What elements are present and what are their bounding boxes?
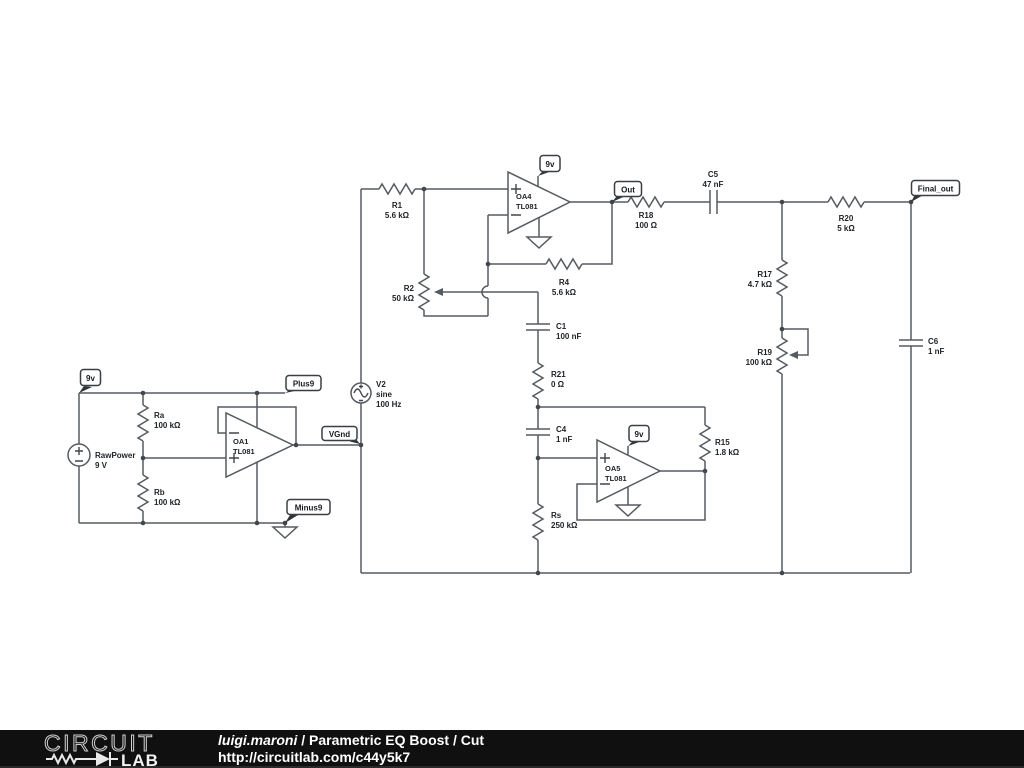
label-rs-name: Rs (551, 511, 562, 520)
potentiometer-r19[interactable]: R19 100 kΩ (746, 337, 798, 375)
label-r20-value: 5 kΩ (837, 224, 855, 233)
resistor-r21[interactable]: R21 0 Ω (531, 362, 566, 400)
opamp-oa1[interactable]: OA1 TL081 (225, 411, 295, 479)
label-oa4-part: TL081 (516, 202, 538, 211)
flag-plus9-label: Plus9 (293, 380, 315, 389)
flag-final-out[interactable]: Final_out (910, 179, 961, 203)
label-c5-value: 47 nF (703, 180, 724, 189)
label-r2-value: 50 kΩ (392, 294, 415, 303)
label-r15-value: 1.8 kΩ (715, 448, 740, 457)
resistor-r20[interactable]: R20 5 kΩ (827, 195, 865, 233)
label-r21-name: R21 (551, 370, 566, 379)
label-oa5-part: TL081 (605, 474, 627, 483)
resistor-r4[interactable]: R4 5.6 kΩ (545, 257, 583, 297)
label-rs-value: 250 kΩ (551, 521, 578, 530)
junction-dots (140, 186, 914, 576)
label-r21-value: 0 Ω (551, 380, 565, 389)
label-r15-name: R15 (715, 438, 730, 447)
flag-out-label: Out (621, 186, 635, 195)
flag-9v-oa5[interactable]: 9v (628, 424, 650, 447)
potentiometer-r2[interactable]: R2 50 kΩ (392, 273, 443, 311)
flag-9v-left[interactable]: 9v (79, 368, 102, 394)
footer-bottom-edge (0, 766, 1024, 768)
logo-resistor-diode-icon (46, 752, 118, 766)
resistor-r1[interactable]: R1 5.6 kΩ (378, 182, 416, 220)
label-oa4-name: OA4 (516, 192, 532, 201)
flag-minus9-label: Minus9 (295, 504, 323, 513)
flag-9v-oa5-label: 9v (635, 430, 644, 439)
flag-minus9[interactable]: Minus9 (285, 498, 331, 524)
footer-author: luigi.maroni (218, 732, 298, 748)
label-c1-name: C1 (556, 322, 567, 331)
capacitor-c5[interactable]: C5 47 nF (703, 170, 724, 214)
label-r19-value: 100 kΩ (746, 358, 773, 367)
label-r19-name: R19 (757, 348, 772, 357)
circuitlab-logo: CIRCUIT LAB (44, 731, 159, 768)
label-v2-name: V2 (376, 380, 386, 389)
label-r18-name: R18 (639, 211, 654, 220)
label-c6-name: C6 (928, 337, 939, 346)
label-c4-name: C4 (556, 425, 567, 434)
footer-separator: / (297, 732, 310, 748)
resistor-r15[interactable]: R15 1.8 kΩ (698, 424, 740, 462)
wires (78, 176, 912, 574)
resistor-rb[interactable]: Rb 100 kΩ (136, 474, 181, 512)
label-rb-name: Rb (154, 488, 165, 497)
flag-out[interactable]: Out (612, 180, 643, 203)
flag-plus9[interactable]: Plus9 (285, 374, 322, 394)
footer-url: http://circuitlab.com/c44y5k7 (218, 749, 411, 765)
capacitor-c4[interactable]: C4 1 nF (526, 425, 573, 444)
label-c6-value: 1 nF (928, 347, 945, 356)
label-r1-name: R1 (392, 201, 403, 210)
capacitor-c1[interactable]: C1 100 nF (526, 322, 581, 341)
label-rawpower-value: 9 V (95, 461, 108, 470)
capacitor-c6[interactable]: C6 1 nF (899, 337, 945, 356)
resistor-ra[interactable]: Ra 100 kΩ (136, 404, 181, 442)
footer-title: Parametric EQ Boost / Cut (309, 732, 485, 748)
label-r17-value: 4.7 kΩ (748, 280, 773, 289)
logo-circuit-text: CIRCUIT (44, 731, 155, 756)
label-r20-name: R20 (839, 214, 854, 223)
flag-vgnd[interactable]: VGnd (321, 425, 360, 445)
label-r2-name: R2 (404, 284, 415, 293)
label-r17-name: R17 (757, 270, 772, 279)
resistor-r18[interactable]: R18 100 Ω (627, 195, 665, 230)
ground-minus9[interactable] (271, 526, 299, 540)
source-rawpower[interactable]: RawPower 9 V (67, 443, 135, 470)
source-v2-sine[interactable]: V2 sine 100 Hz (350, 380, 401, 409)
flag-9v-oa4[interactable]: 9v (538, 154, 561, 177)
label-r1-value: 5.6 kΩ (385, 211, 410, 220)
label-oa5-name: OA5 (605, 464, 620, 473)
flag-9v-oa4-label: 9v (546, 160, 555, 169)
flag-final-out-label: Final_out (918, 185, 954, 194)
circuitlab-footer: CIRCUIT LAB luigi.maroni / Parametric EQ… (0, 730, 1024, 768)
label-rb-value: 100 kΩ (154, 498, 181, 507)
label-v2-kind: sine (376, 390, 393, 399)
label-r4-name: R4 (559, 278, 570, 287)
opamp-oa5[interactable]: OA5 TL081 (596, 438, 662, 504)
ground-oa5[interactable] (614, 504, 642, 518)
label-ra-name: Ra (154, 411, 165, 420)
opamp-oa4[interactable]: OA4 TL081 (507, 170, 572, 235)
label-v2-value: 100 Hz (376, 400, 401, 409)
label-rawpower-name: RawPower (95, 451, 135, 460)
logo-lab-text: LAB (121, 751, 159, 768)
label-r18-value: 100 Ω (635, 221, 658, 230)
label-oa1-name: OA1 (233, 437, 248, 446)
resistor-r17[interactable]: R17 4.7 kΩ (748, 259, 789, 297)
label-r4-value: 5.6 kΩ (552, 288, 577, 297)
label-oa1-part: TL081 (233, 447, 255, 456)
label-c4-value: 1 nF (556, 435, 573, 444)
flag-9v-left-label: 9v (86, 374, 95, 383)
footer-title-line: luigi.maroni / Parametric EQ Boost / Cut (218, 732, 484, 749)
flag-vgnd-label: VGnd (329, 430, 350, 439)
label-c1-value: 100 nF (556, 332, 581, 341)
label-ra-value: 100 kΩ (154, 421, 181, 430)
label-c5-name: C5 (708, 170, 719, 179)
resistor-rs[interactable]: Rs 250 kΩ (531, 503, 578, 541)
ground-oa4[interactable] (525, 236, 553, 250)
schematic-canvas: R1 5.6 kΩ Ra 100 kΩ Rb 100 kΩ R2 50 kΩ R… (67, 154, 961, 576)
